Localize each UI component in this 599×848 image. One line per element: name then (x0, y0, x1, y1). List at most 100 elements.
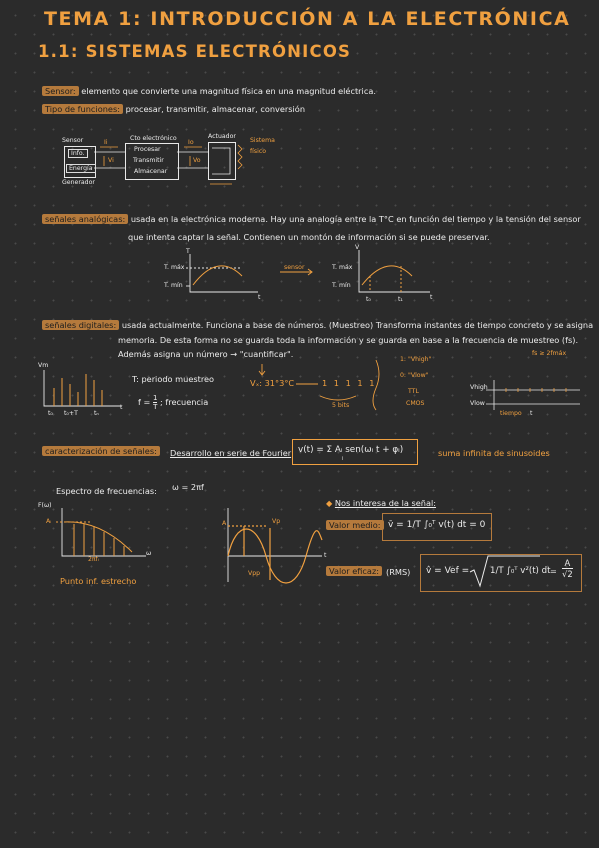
frequency-formula: f = 1 T ; frecuencia (138, 394, 208, 411)
bits-label: 5 bits (332, 402, 350, 409)
analog-line1: señales analógicas: usada en la electrón… (42, 214, 581, 224)
freq-label: ; frecuencia (160, 397, 209, 407)
digital-line1: señales digitales: usada actualmente. Fu… (42, 320, 593, 330)
digital-text-1: usada actualmente. Funciona a base de nú… (121, 320, 594, 330)
f-lhs: f = (138, 397, 151, 407)
page-title: TEMA 1: INTRODUCCIÓN A LA ELECTRÓNICA (44, 8, 571, 30)
section-title: 1.1: SISTEMAS ELECTRÓNICOS (38, 42, 352, 61)
analog-sensor-arrow-label: sensor (284, 264, 305, 271)
analog-vmax: T. máx (332, 264, 353, 271)
fourier-formula: v(t) = Σ Aᵢ sen(ωᵢ t + φᵢ) (298, 445, 404, 455)
eficaz-num: A (562, 558, 573, 569)
interesa-text: Nos interesa de la señal: (334, 498, 437, 508)
fs-note: fs ≥ 2fmáx (532, 350, 567, 357)
fisico-label: físico (250, 148, 267, 155)
actuador-box (208, 142, 236, 180)
medio-lhs: v̄ = (388, 520, 404, 530)
charac-tag-wrap: caracterización de señales: (42, 446, 160, 456)
procesar-label: Procesar (134, 146, 161, 153)
ai-label: Aᵢ (46, 518, 52, 525)
almacenar-label: Almacenar (134, 168, 168, 175)
generador-label: Generador (62, 179, 95, 186)
interesa-label: ◆ Nos interesa de la señal: (326, 498, 436, 508)
valor-medio-formula: v̄ = 1/T ∫₀ᵀ v(t) dt = 0 (388, 520, 485, 530)
sensor-tag: Sensor: (42, 86, 79, 96)
valor-medio-box (382, 513, 492, 541)
vlow-label: Vlow (470, 400, 485, 407)
espectro-label: Espectro de frecuencias: (56, 486, 157, 496)
eficaz-fraction: A √2 (562, 558, 573, 579)
sine-t-axis: t (324, 552, 327, 559)
digital-t0T: t₀+T (64, 410, 78, 417)
analog-tag: señales analógicas: (42, 214, 129, 224)
analog-t0: t₀ (366, 296, 371, 303)
valor-medio-tag: Valor medio: (326, 520, 384, 530)
fourier-box (292, 439, 418, 465)
fourier-sum-index: i (342, 456, 344, 462)
medio-rhs: = 0 (469, 520, 486, 530)
charac-tag: caracterización de señales: (42, 446, 160, 456)
eficaz-frac: A √2 (562, 558, 573, 579)
digital-t0: t₀ (48, 410, 53, 417)
analog-tmax: T. máx (164, 264, 185, 271)
low-level: 0: "Vlow" (400, 372, 429, 379)
sensor-box (64, 146, 96, 178)
omega-label: ω = 2πf (172, 482, 204, 492)
valor-medio-tag-wrap: Valor medio: (326, 520, 384, 530)
analog-text-2: que intenta captar la señal. Contienen u… (128, 232, 490, 242)
vo-label: Vo (193, 157, 201, 164)
digital-t-axis: t (120, 404, 123, 411)
sine-vp-label: Vp (272, 518, 281, 525)
high-level: 1: "Vhigh" (400, 356, 432, 363)
digital-vm: Vm (38, 362, 49, 369)
eficaz-lhs: v̂ = Vef = (426, 566, 470, 576)
digital-text-3: Además asigna un número → "cuantificar". (118, 349, 294, 359)
digital-text-2: memoria. De esta forma no se guarda toda… (118, 335, 579, 345)
analog-T-axis: T (186, 248, 190, 255)
ttl-label: TTL (408, 388, 419, 395)
analog-vmin: T. mín (332, 282, 351, 289)
sine-vpp-label: Vpp (248, 570, 261, 577)
eficaz-int: 1/T ∫₀ᵀ v²(t) dt (490, 566, 551, 576)
medio-int: 1/T ∫₀ᵀ v(t) dt (406, 520, 467, 530)
tiempo-t: t (530, 410, 533, 417)
analog-t-axis-2: t (430, 294, 433, 301)
periodo-muestreo: T: periodo muestreo (132, 374, 215, 384)
vx-label: Vₓ: 31°3°C (250, 378, 295, 388)
analog-t1: t₁ (398, 296, 403, 303)
functions-tag: Tipo de funciones: (42, 104, 123, 114)
sine-A-label: A (222, 520, 227, 527)
functions-text: procesar, transmitir, almacenar, convers… (125, 104, 306, 114)
info-label: Info. (68, 149, 88, 158)
rms-label: (RMS) (386, 567, 411, 577)
bits-row: 1 1 1 1 1 (322, 378, 377, 388)
suma-label: suma infinita de sinusoides (438, 448, 550, 458)
tiempo-label: tiempo (500, 410, 522, 417)
sistema-label: Sistema (250, 137, 275, 144)
analog-t-axis: t (258, 294, 261, 301)
vhigh-label: Vhigh (470, 384, 488, 391)
punto-label: Punto inf. estrecho (60, 576, 137, 586)
valor-eficaz-tag-wrap: Valor eficaz: (326, 566, 383, 576)
cto-label: Cto electrónico (130, 135, 177, 142)
valor-eficaz-box (420, 554, 582, 592)
io-label: Io (188, 139, 194, 146)
eficaz-den: √2 (562, 569, 573, 579)
valor-eficaz-tag: Valor eficaz: (326, 566, 383, 576)
ii-label: Ii (104, 139, 108, 146)
fw-label: F(ω) (38, 502, 52, 509)
sensor-definition: Sensor: elemento que convierte una magni… (42, 86, 376, 96)
f-num: 1 (152, 394, 158, 403)
energia-label: Energía (66, 164, 96, 173)
w-axis: ω (146, 550, 152, 557)
transmitir-label: Transmitir (133, 157, 164, 164)
twopif-label: 2πfᵢ (88, 556, 99, 563)
f-fraction: 1 T (152, 394, 158, 411)
cto-box (125, 143, 179, 180)
